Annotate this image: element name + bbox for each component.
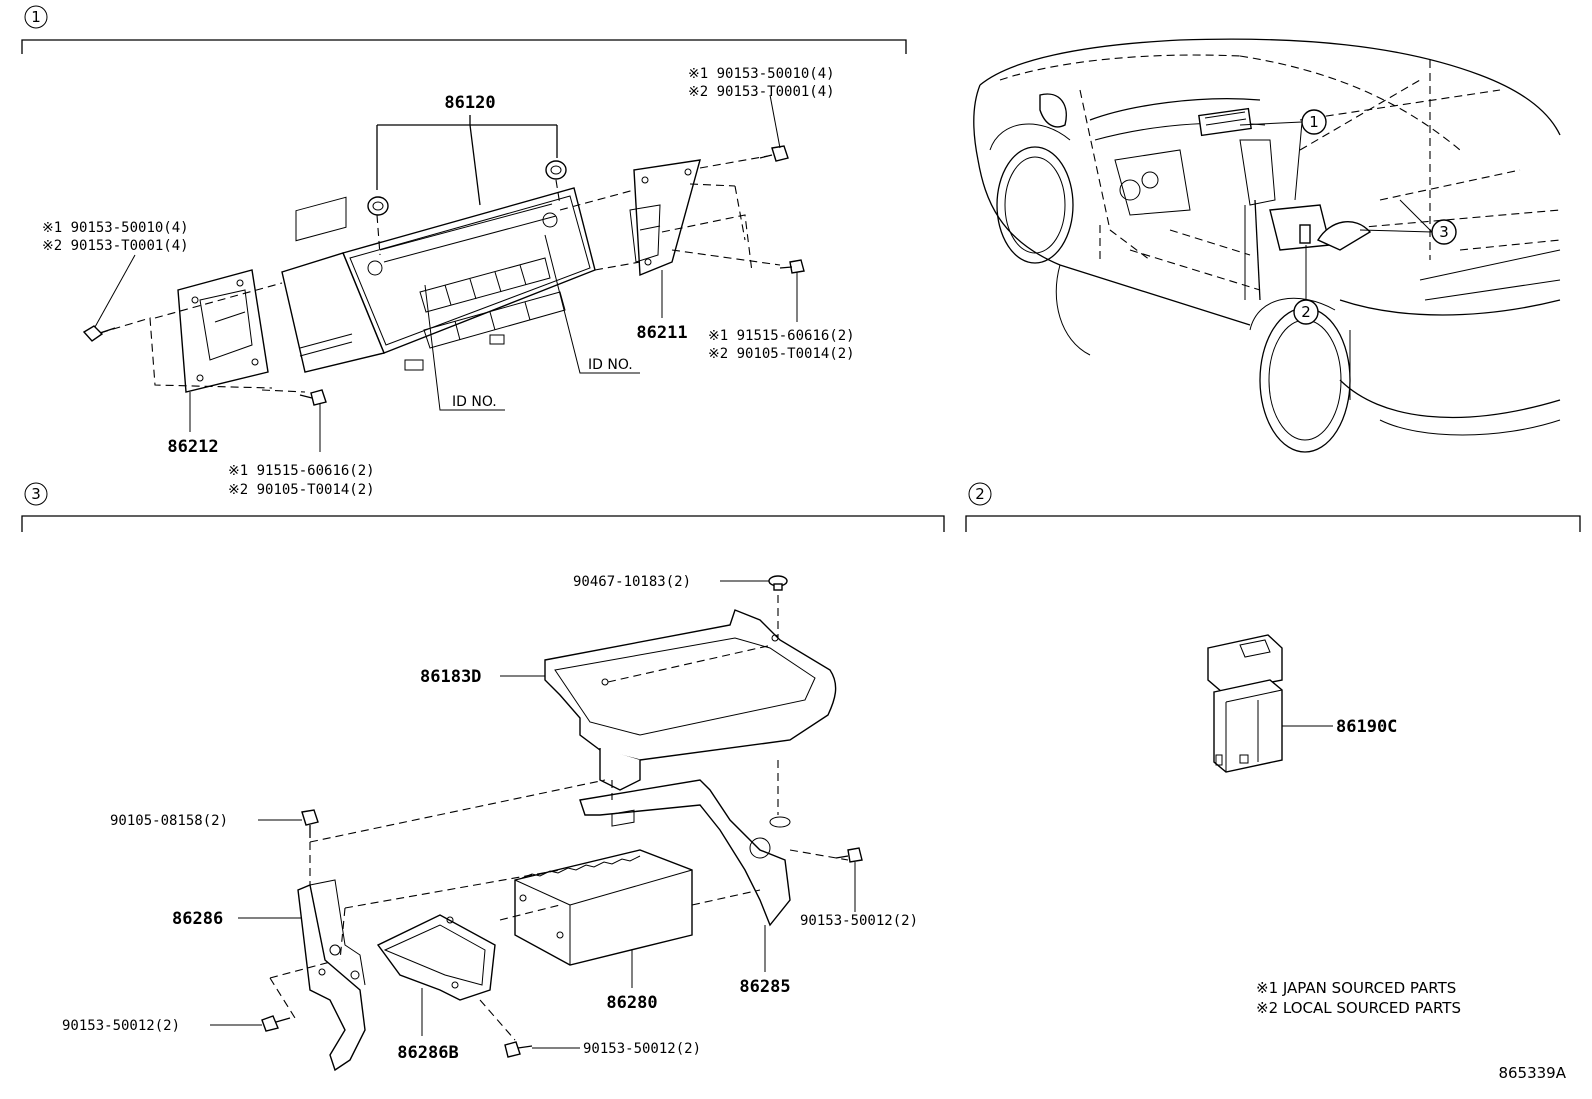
car-marker-1: 1 bbox=[1239, 109, 1327, 201]
label-86183D: 86183D bbox=[420, 667, 481, 687]
bolt-right-mid-s1 bbox=[779, 259, 805, 274]
label-86285: 86285 bbox=[739, 977, 790, 997]
bolt-bottom-s1 bbox=[299, 389, 327, 406]
bracket-upper-s3 bbox=[579, 779, 791, 927]
svg-text:1: 1 bbox=[1309, 113, 1319, 131]
callout-s1-right-top-2: ※2 90153-T0001(4) bbox=[688, 84, 835, 100]
label-86286: 86286 bbox=[172, 909, 223, 929]
car-marker-2: 2 bbox=[1293, 245, 1319, 325]
callout-s1-right-mid-2: ※2 90105-T0014(2) bbox=[708, 346, 855, 362]
label-86280: 86280 bbox=[606, 993, 657, 1013]
callout-s1-left-2: ※2 90153-T0001(4) bbox=[42, 238, 189, 254]
bolt-bottom-s3 bbox=[504, 1041, 533, 1058]
label-86190C: 86190C bbox=[1336, 717, 1397, 737]
callout-s1-right-top-1: ※1 90153-50010(4) bbox=[688, 66, 835, 82]
bracket-86286B bbox=[376, 914, 496, 1001]
bolt-left-s1 bbox=[82, 325, 116, 342]
bracket-86211 bbox=[629, 159, 701, 277]
section-2-header: 2 bbox=[965, 482, 1581, 532]
callout-s1-right-mid-1: ※1 91515-60616(2) bbox=[708, 328, 855, 344]
id-no-label-2: ID NO. bbox=[588, 357, 633, 373]
callout-s1-left-1: ※1 90153-50010(4) bbox=[42, 220, 189, 236]
cover-86183D bbox=[544, 609, 837, 791]
callout-s3-bolt-bottom-left: 90153-50012(2) bbox=[62, 1018, 180, 1034]
bracket-86286 bbox=[297, 879, 366, 1072]
svg-text:2: 2 bbox=[1301, 303, 1311, 321]
car-overview bbox=[973, 38, 1561, 453]
diagram-id: 865339A bbox=[1498, 1064, 1566, 1082]
callout-s1-bottom-1: ※1 91515-60616(2) bbox=[228, 463, 375, 479]
label-86211: 86211 bbox=[636, 323, 687, 343]
bolt-right-s3 bbox=[835, 847, 863, 863]
legend-line-1: ※1 JAPAN SOURCED PARTS bbox=[1256, 979, 1456, 997]
label-86212: 86212 bbox=[167, 437, 218, 457]
svg-text:3: 3 bbox=[1439, 223, 1449, 241]
legend-line-2: ※2 LOCAL SOURCED PARTS bbox=[1256, 999, 1461, 1017]
id-no-label-1: ID NO. bbox=[452, 394, 497, 410]
callout-s1-bottom-2: ※2 90105-T0014(2) bbox=[228, 482, 375, 498]
bracket-86212 bbox=[177, 269, 269, 393]
callout-s3-bolt-right: 90153-50012(2) bbox=[800, 913, 918, 929]
clip-90467 bbox=[768, 575, 788, 591]
section-3-number: 3 bbox=[31, 485, 41, 503]
head-unit-86120 bbox=[281, 187, 596, 373]
bolt-bottom-left-s3 bbox=[261, 1015, 291, 1032]
section-1-header: 1 bbox=[21, 5, 907, 54]
bolt-left-s3 bbox=[301, 809, 319, 838]
section-2-number: 2 bbox=[975, 485, 985, 503]
callout-s3-bolt-left: 90105-08158(2) bbox=[110, 813, 228, 829]
callout-s3-clip: 90467-10183(2) bbox=[573, 574, 691, 590]
knob-left bbox=[367, 196, 389, 216]
callout-s3-bolt-bottom: 90153-50012(2) bbox=[583, 1041, 701, 1057]
bolt-right-top-s1 bbox=[759, 145, 789, 162]
switch-86190C bbox=[1207, 634, 1283, 773]
section-1-number: 1 bbox=[31, 8, 41, 26]
amplifier-86280 bbox=[514, 809, 693, 966]
section-3-header: 3 bbox=[21, 482, 945, 532]
knob-right bbox=[545, 160, 567, 180]
label-86120: 86120 bbox=[444, 93, 495, 113]
car-marker-3: 3 bbox=[1359, 199, 1457, 245]
label-86286B: 86286B bbox=[397, 1043, 458, 1063]
